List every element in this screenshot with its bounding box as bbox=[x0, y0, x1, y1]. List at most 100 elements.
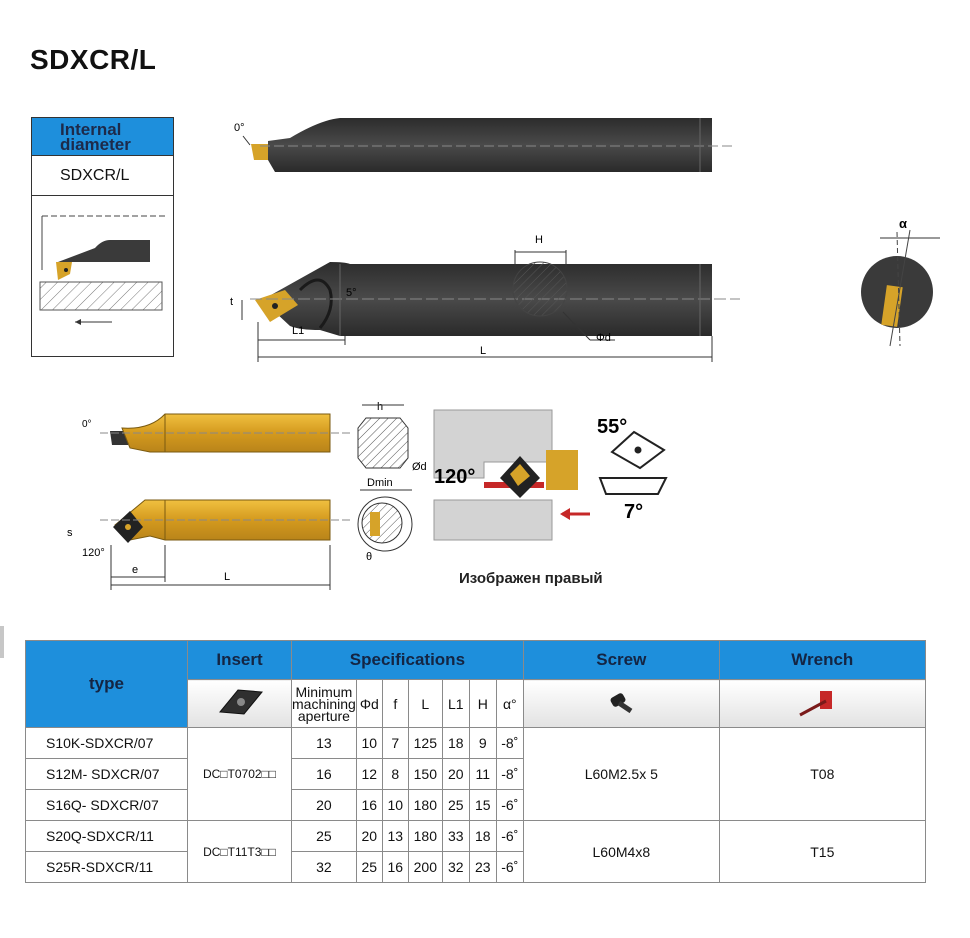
header-screw: Screw bbox=[522, 640, 720, 680]
label-L1: L1 bbox=[292, 325, 304, 337]
label-alpha: α bbox=[899, 216, 907, 231]
section-views: h Ød Dmin θ bbox=[357, 401, 427, 563]
label-55: 55° bbox=[597, 416, 627, 438]
label-H: H bbox=[535, 234, 543, 246]
cell-value: 20 bbox=[441, 758, 470, 790]
cell-value: 25 bbox=[291, 820, 357, 852]
screw-image bbox=[522, 679, 720, 728]
col-H: H bbox=[468, 679, 497, 728]
row-type: S16Q- SDXCR/07 bbox=[25, 789, 188, 821]
col-alpha: α° bbox=[495, 679, 524, 728]
label-7: 7° bbox=[624, 501, 643, 523]
tool-side-view: H Φd 5° t L1 L bbox=[230, 234, 740, 362]
cell-value: 16 bbox=[381, 851, 409, 883]
screw-code: L60M4x8 bbox=[522, 820, 720, 883]
label-t: t bbox=[230, 296, 233, 308]
cell-value: -6˚ bbox=[495, 789, 524, 821]
info-card: Internal diameter SDXCR/L bbox=[31, 117, 174, 357]
label-120-small: 120° bbox=[82, 547, 105, 559]
cell-value: 125 bbox=[407, 727, 443, 759]
col-L: L bbox=[407, 679, 443, 728]
cell-value: 25 bbox=[441, 789, 470, 821]
cell-value: 7 bbox=[381, 727, 409, 759]
cell-value: 32 bbox=[291, 851, 357, 883]
cell-value: 13 bbox=[381, 820, 409, 852]
cell-value: 23 bbox=[468, 851, 497, 883]
header-insert: Insert bbox=[187, 640, 292, 680]
cell-value: 15 bbox=[468, 789, 497, 821]
cell-value: 180 bbox=[407, 789, 443, 821]
cell-value: 33 bbox=[441, 820, 470, 852]
page-title: SDXCR/L bbox=[30, 44, 157, 75]
col-min-aperture: Minimum machining aperture bbox=[291, 679, 357, 728]
insert-icon bbox=[218, 689, 263, 715]
cell-value: -6˚ bbox=[495, 820, 524, 852]
cell-value: 180 bbox=[407, 820, 443, 852]
wrench-icon bbox=[799, 691, 833, 717]
cell-value: -8˚ bbox=[495, 758, 524, 790]
cell-value: 25 bbox=[355, 851, 383, 883]
end-view-alpha: α bbox=[861, 216, 940, 347]
cell-value: 20 bbox=[355, 820, 383, 852]
cell-value: -6˚ bbox=[495, 851, 524, 883]
card-heading: Internal diameter bbox=[32, 118, 173, 156]
col-L1: L1 bbox=[441, 679, 470, 728]
cell-value: 8 bbox=[381, 758, 409, 790]
label-0deg-small: 0° bbox=[82, 419, 92, 430]
cell-value: 32 bbox=[441, 851, 470, 883]
screw-code: L60M2.5x 5 bbox=[522, 727, 720, 821]
wrench-image bbox=[718, 679, 926, 728]
table-row: S20Q-SDXCR/11 DC□T11T3□□ 25 20 13 180 33… bbox=[25, 820, 926, 883]
table-row: S25R-SDXCR/11 32 25 16 200 32 23 -6˚ bbox=[25, 851, 926, 883]
label-L-small: L bbox=[224, 571, 230, 583]
spec-table: type Insert Specifications Screw Wrench … bbox=[25, 640, 926, 883]
tool-top-view: 0° bbox=[234, 118, 735, 172]
label-e: e bbox=[132, 564, 138, 576]
label-dmin: Dmin bbox=[367, 477, 393, 489]
row-type: S20Q-SDXCR/11 bbox=[25, 820, 188, 852]
cell-value: 18 bbox=[441, 727, 470, 759]
table-row: S10K-SDXCR/07 DC□T0702□□ 13 10 7 125 18 … bbox=[25, 727, 926, 821]
cell-value: 200 bbox=[407, 851, 443, 883]
technical-drawing: 0° H Φd 5° t L1 L bbox=[39, 118, 940, 590]
cell-value: 20 bbox=[291, 789, 357, 821]
wrench-code: T15 bbox=[718, 820, 926, 883]
caption-right-shown: Изображен правый bbox=[459, 570, 603, 587]
insert-code: DC□T11T3□□ bbox=[187, 820, 292, 883]
edge-mark bbox=[0, 626, 4, 658]
label-s: s bbox=[67, 527, 73, 539]
table-row: S12M- SDXCR/07 16 12 8 150 20 11 -8˚ bbox=[25, 758, 926, 790]
cell-value: 13 bbox=[291, 727, 357, 759]
machining-illustration: 120° 55° 7° bbox=[433, 409, 668, 541]
row-type: S25R-SDXCR/11 bbox=[25, 851, 188, 883]
row-type: S12M- SDXCR/07 bbox=[25, 758, 188, 790]
label-L: L bbox=[480, 345, 486, 357]
cell-value: 12 bbox=[355, 758, 383, 790]
wrench-code: T08 bbox=[718, 727, 926, 821]
label-h: h bbox=[377, 401, 383, 413]
tool-gold-top: 0° bbox=[82, 413, 350, 453]
card-illustration bbox=[39, 215, 165, 325]
header-specifications: Specifications bbox=[291, 640, 524, 680]
insert-image bbox=[187, 679, 292, 728]
label-phi-d: Φd bbox=[596, 332, 611, 344]
cell-value: 10 bbox=[381, 789, 409, 821]
cell-value: 10 bbox=[355, 727, 383, 759]
cell-value: 16 bbox=[355, 789, 383, 821]
col-f: f bbox=[381, 679, 409, 728]
insert-code: DC□T0702□□ bbox=[187, 727, 292, 821]
card-code: SDXCR/L bbox=[32, 156, 173, 196]
row-type: S10K-SDXCR/07 bbox=[25, 727, 188, 759]
cell-value: 11 bbox=[468, 758, 497, 790]
label-d-small: Ød bbox=[412, 461, 427, 473]
table-row: S16Q- SDXCR/07 20 16 10 180 25 15 -6˚ bbox=[25, 789, 926, 821]
cell-value: 150 bbox=[407, 758, 443, 790]
screw-icon bbox=[610, 693, 633, 714]
cell-value: 16 bbox=[291, 758, 357, 790]
label-5deg: 5° bbox=[346, 287, 357, 299]
cell-value: -8˚ bbox=[495, 727, 524, 759]
header-type: type bbox=[25, 640, 188, 728]
tool-gold-side: s 120° e L bbox=[67, 499, 350, 590]
header-wrench: Wrench bbox=[718, 640, 926, 680]
cell-value: 18 bbox=[468, 820, 497, 852]
